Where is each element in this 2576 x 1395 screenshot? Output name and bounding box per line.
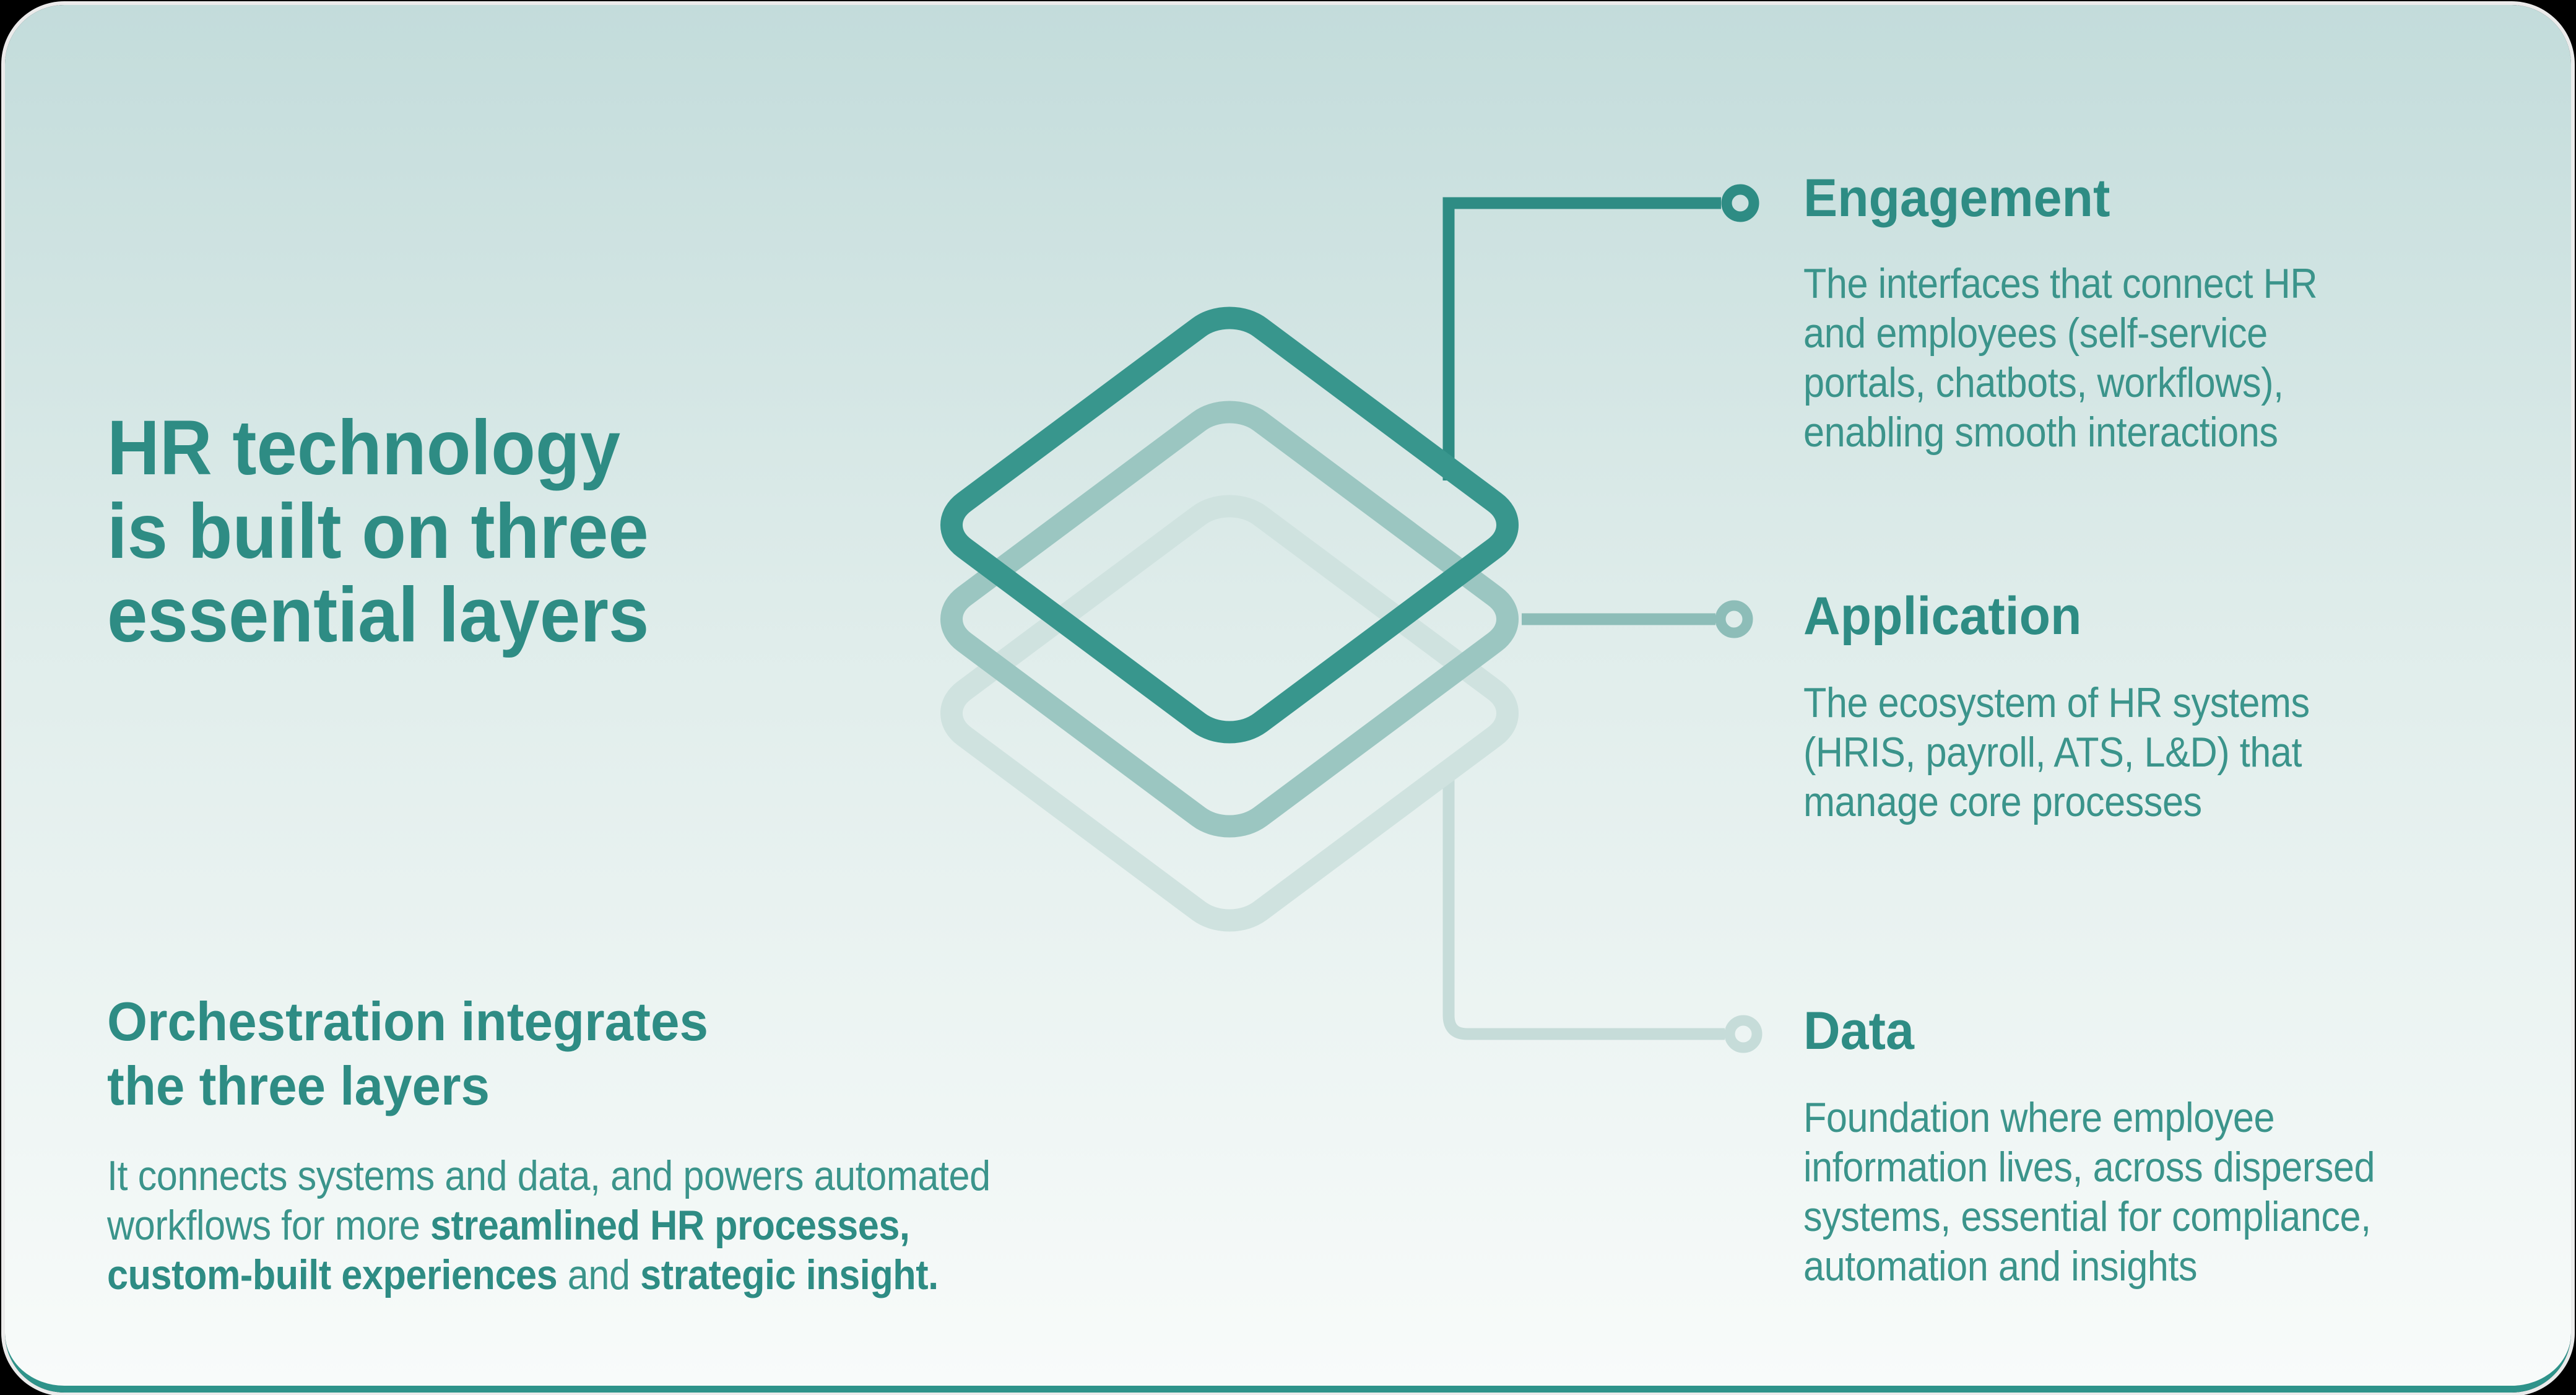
section-body-application: The ecosystem of HR systems(HRIS, payrol…: [1803, 678, 2310, 827]
text-line: the three layers: [107, 1055, 490, 1116]
section-heading-engagement: Engagement: [1803, 168, 2110, 228]
layers-diagram: [5, 184, 1763, 1053]
text-line: portals, chatbots, workflows),: [1803, 359, 2284, 406]
text-line: automation and insights: [1803, 1243, 2198, 1290]
data-layer-diamond: [934, 493, 1525, 934]
text-line: systems, essential for compliance,: [1803, 1193, 2371, 1240]
text-line: is built on three: [107, 489, 649, 575]
text-line: Orchestration integrates: [107, 991, 708, 1052]
text-segment: and: [557, 1251, 641, 1298]
application-node-ring-icon: [1715, 600, 1753, 638]
emphasized-text: strategic insight.: [640, 1251, 939, 1298]
text-line: custom-built experiences and strategic i…: [107, 1250, 991, 1300]
text-segment: It connects systems and data, and powers…: [107, 1152, 991, 1199]
data-connector: [1442, 767, 1763, 1053]
text-line: (HRIS, payroll, ATS, L&D) that: [1803, 729, 2302, 776]
text-line: The ecosystem of HR systems: [1803, 679, 2310, 726]
application-layer-diamond: [934, 399, 1525, 840]
data-connector-line: [1442, 767, 1725, 1040]
text-line: It connects systems and data, and powers…: [107, 1151, 991, 1201]
engagement-node-ring-icon: [1721, 184, 1759, 222]
emphasized-text: streamlined HR processes,: [430, 1202, 910, 1249]
text-line: workflows for more streamlined HR proces…: [107, 1201, 991, 1250]
text-line: Foundation where employee: [1803, 1094, 2275, 1141]
engagement-layer-diamond: [934, 305, 1525, 745]
text-line: manage core processes: [1803, 778, 2202, 825]
application-connector: [1522, 600, 1753, 638]
text-line: The interfaces that connect HR: [1803, 260, 2318, 307]
emphasized-text: custom-built experiences: [107, 1251, 558, 1298]
text-line: HR technology: [107, 405, 621, 491]
text-line: information lives, across dispersed: [1803, 1144, 2375, 1191]
engagement-connector-line: [1442, 197, 1721, 480]
text-segment: workflows for more: [107, 1202, 430, 1249]
engagement-connector: [1442, 184, 1759, 480]
text-line: enabling smooth interactions: [1803, 409, 2278, 456]
orchestration-body: It connects systems and data, and powers…: [107, 1151, 991, 1300]
text-line: essential layers: [107, 572, 649, 658]
data-node-ring-icon: [1724, 1015, 1763, 1053]
text-line: and employees (self-service: [1803, 310, 2268, 357]
section-heading-data: Data: [1803, 1001, 1914, 1061]
section-heading-application: Application: [1803, 586, 2082, 646]
